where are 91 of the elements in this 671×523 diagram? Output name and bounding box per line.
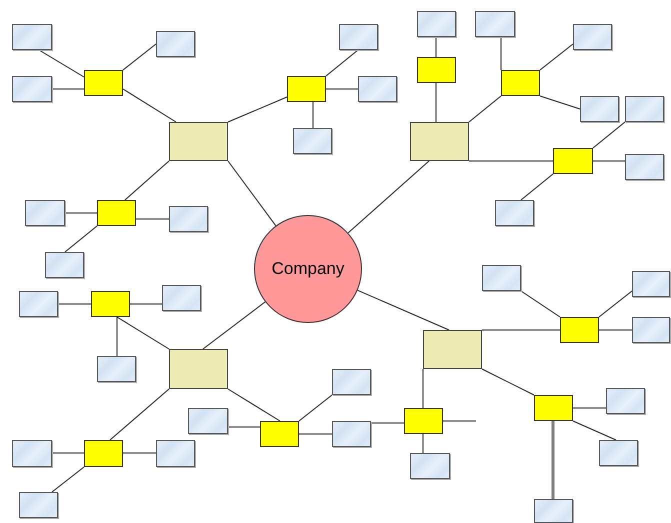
connector-line [422,368,424,408]
sub-branch-box [84,440,123,467]
leaf-box [25,200,65,226]
leaf-box [19,492,58,518]
sub-branch-box [404,408,443,434]
connector-line [52,466,84,492]
connector-line [228,388,280,422]
leaf-box [573,24,612,50]
leaf-box [632,317,670,343]
leaf-box [475,11,515,37]
connector-line [298,394,332,422]
connector-line [38,50,84,78]
connector-line [442,420,476,422]
branch-box [423,330,482,369]
connector-line [370,422,404,424]
connector-line [592,160,626,162]
leaf-box [332,421,371,447]
branch-box [169,349,228,389]
connector-line [202,301,266,350]
connector-line [52,452,84,454]
connector-line [326,88,358,90]
connector-line [228,160,276,226]
connector-line [357,290,450,330]
connector-line [540,44,574,70]
connector-line [228,96,288,122]
connector-line [598,290,632,318]
leaf-box [332,369,371,395]
connector-line [116,316,170,350]
leaf-box [632,271,670,297]
leaf-box [45,252,84,278]
connector-line [64,212,98,214]
branch-box [169,122,228,161]
connector-line [122,44,156,70]
leaf-box [417,11,456,37]
leaf-box [12,76,52,102]
leaf-box [12,440,52,467]
connector-line [116,316,118,356]
leaf-box [19,291,58,317]
leaf-box [410,453,450,479]
connector-line [520,174,554,200]
connector-line [540,96,580,110]
leaf-box [12,24,52,50]
leaf-box [534,499,573,523]
connector-line [52,88,84,90]
node-label: Company [272,259,344,279]
connector-line [124,160,170,200]
connector-line [468,160,554,162]
connector-line [500,36,502,70]
sub-branch-box [260,421,299,447]
sub-branch-box [553,148,593,174]
sub-branch-box [84,70,123,96]
connector-line [136,218,170,220]
sub-branch-box [287,76,326,102]
connector-line [122,88,176,122]
leaf-box [156,31,195,57]
connector-line [110,388,170,440]
connector-line [520,290,560,318]
leaf-box [625,154,664,180]
sub-branch-box [501,70,540,96]
branch-box [410,122,469,161]
connector-line [572,420,616,440]
connector-line [312,102,314,128]
connector-line [592,122,626,148]
leaf-box [97,356,136,382]
leaf-box [580,96,619,122]
leaf-box [156,440,195,467]
leaf-box [188,408,228,434]
leaf-box [495,200,534,226]
connector-line [468,96,502,122]
connector-line [422,434,424,454]
sub-branch-box [534,395,573,421]
leaf-box [339,24,378,50]
connector-line [348,160,430,234]
connector-line [326,50,358,76]
sub-branch-box [417,57,456,83]
leaf-box [169,206,208,232]
sub-branch-box [91,291,130,317]
sub-branch-box [97,200,136,226]
connector-line [552,421,554,499]
connector-line [228,426,260,428]
connector-line [482,368,534,396]
leaf-box [162,285,201,311]
leaf-box [482,265,521,291]
leaf-box [293,128,332,154]
leaf-box [599,440,638,466]
leaf-box [358,76,397,102]
leaf-box [625,96,664,122]
connector-line [122,452,156,454]
sub-branch-box [560,317,599,343]
leaf-box [606,388,645,414]
connector-line [64,226,98,252]
